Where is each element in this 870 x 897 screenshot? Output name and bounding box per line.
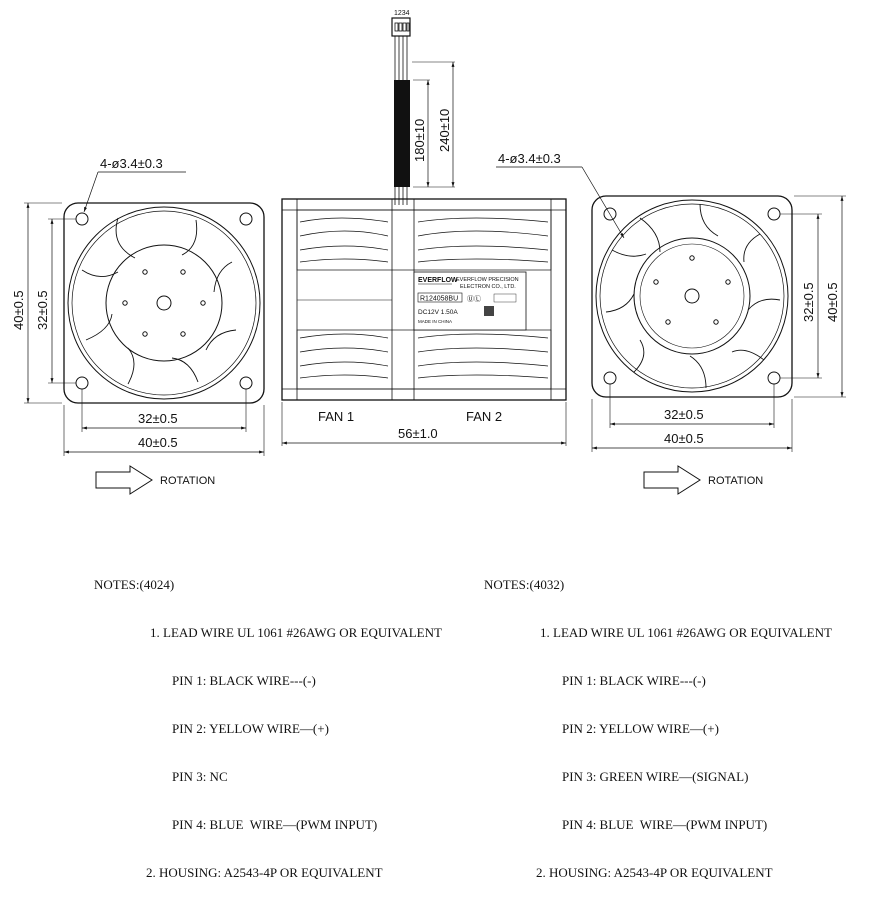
wire-dimensions: 180±10 240±10 xyxy=(412,61,455,188)
left-mount-hole-tl xyxy=(75,212,89,226)
heat-shrink-sleeve xyxy=(394,80,410,187)
left-rotation-label: ROTATION xyxy=(160,475,215,487)
left-dim-outer-h: 40±0.5 xyxy=(138,435,178,450)
notes-right-pin3: PIN 3: GREEN WIRE—(SIGNAL) xyxy=(562,769,749,784)
right-fan-blades xyxy=(605,203,781,389)
right-rotation-arrow-icon xyxy=(643,465,701,495)
left-mount-hole-bl xyxy=(75,376,89,390)
fan2-label: FAN 2 xyxy=(466,409,502,424)
right-mount-hole-tr xyxy=(767,207,781,221)
sticker-company-line1: EVERFLOW PRECISION xyxy=(456,277,519,283)
wire-dim-180: 180±10 xyxy=(412,119,427,162)
notes-right-item1: 1. LEAD WIRE UL 1061 #26AWG OR EQUIVALEN… xyxy=(540,625,832,640)
left-dim-inner-v: 32±0.5 xyxy=(35,290,50,330)
left-fan-blades xyxy=(81,217,237,385)
notes-left-pin2: PIN 2: YELLOW WIRE—(+) xyxy=(172,721,329,736)
ul-cert-icon: ⓊⓁ xyxy=(467,295,481,303)
sticker-brand-logo: EVERFLOW xyxy=(418,277,458,284)
notes-left-pin4: PIN 4: BLUE WIRE—(PWM INPUT) xyxy=(172,817,378,832)
notes-4032: NOTES:(4032) 1. LEAD WIRE UL 1061 #26AWG… xyxy=(484,545,832,897)
sticker-rating: DC12V 1.50A xyxy=(418,309,458,316)
sticker-company-line2: ELECTRON CO., LTD. xyxy=(460,284,516,290)
right-mount-hole-bl xyxy=(603,371,617,385)
ce-cert-icon xyxy=(493,293,517,303)
right-mount-hole-tl xyxy=(603,207,617,221)
notes-left-heading: NOTES:(4024) xyxy=(94,577,175,592)
left-hole-callout: 4-ø3.4±0.3 xyxy=(100,156,163,171)
notes-left-item1: 1. LEAD WIRE UL 1061 #26AWG OR EQUIVALEN… xyxy=(150,625,442,640)
wire-dim-240: 240±10 xyxy=(437,109,452,152)
notes-right-heading: NOTES:(4032) xyxy=(484,577,565,592)
lead-wires xyxy=(394,36,410,205)
notes-4024: NOTES:(4024) 1. LEAD WIRE UL 1061 #26AWG… xyxy=(94,545,442,897)
recycle-mark-icon xyxy=(484,306,494,316)
notes-left-pin3: PIN 3: NC xyxy=(172,769,228,784)
sticker-origin: MADE IN CHINA xyxy=(418,319,452,324)
side-dim-width: 56±1.0 xyxy=(398,426,438,441)
right-rotation: ROTATION xyxy=(643,465,763,495)
notes-right-pin1: PIN 1: BLACK WIRE---(-) xyxy=(562,673,706,688)
notes-right-pin4: PIN 4: BLUE WIRE—(PWM INPUT) xyxy=(562,817,768,832)
left-mount-hole-tr xyxy=(239,212,253,226)
right-hole-callout: 4-ø3.4±0.3 xyxy=(498,151,561,166)
left-dim-outer-v: 40±0.5 xyxy=(11,290,26,330)
right-fan-view xyxy=(591,195,793,398)
left-rotation-arrow-icon xyxy=(95,465,153,495)
sticker-model: R124058BU xyxy=(420,296,458,303)
notes-left-item2: 2. HOUSING: A2543-4P OR EQUIVALENT xyxy=(146,865,383,880)
right-dim-inner-v: 32±0.5 xyxy=(801,282,816,322)
notes-left-pin1: PIN 1: BLACK WIRE---(-) xyxy=(172,673,316,688)
right-rotation-label: ROTATION xyxy=(708,475,763,487)
right-mount-hole-br xyxy=(767,371,781,385)
fan-drawing: 1234 180±10 240±10 xyxy=(11,10,846,495)
right-fan-dimensions: 4-ø3.4±0.3 32±0.5 40±0.5 32±0.5 40±0.5 xyxy=(496,151,846,452)
notes-right-item2: 2. HOUSING: A2543-4P OR EQUIVALENT xyxy=(536,865,773,880)
notes-right-pin2: PIN 2: YELLOW WIRE—(+) xyxy=(562,721,719,736)
left-fan-view xyxy=(63,202,265,404)
connector: 1234 xyxy=(391,10,411,37)
product-label-sticker: EVERFLOW EVERFLOW PRECISION ELECTRON CO.… xyxy=(413,271,527,331)
left-fan-dimensions: 4-ø3.4±0.3 40±0.5 32±0.5 32±0.5 40±0.5 xyxy=(11,156,265,456)
left-mount-hole-br xyxy=(239,376,253,390)
right-dim-inner-h: 32±0.5 xyxy=(664,407,704,422)
left-rotation: ROTATION xyxy=(95,465,215,495)
left-dim-inner-h: 32±0.5 xyxy=(138,411,178,426)
connector-pin-numbers: 1234 xyxy=(394,10,410,17)
fan1-label: FAN 1 xyxy=(318,409,354,424)
side-view: EVERFLOW EVERFLOW PRECISION ELECTRON CO.… xyxy=(281,198,567,446)
right-dim-outer-v: 40±0.5 xyxy=(825,282,840,322)
right-dim-outer-h: 40±0.5 xyxy=(664,431,704,446)
